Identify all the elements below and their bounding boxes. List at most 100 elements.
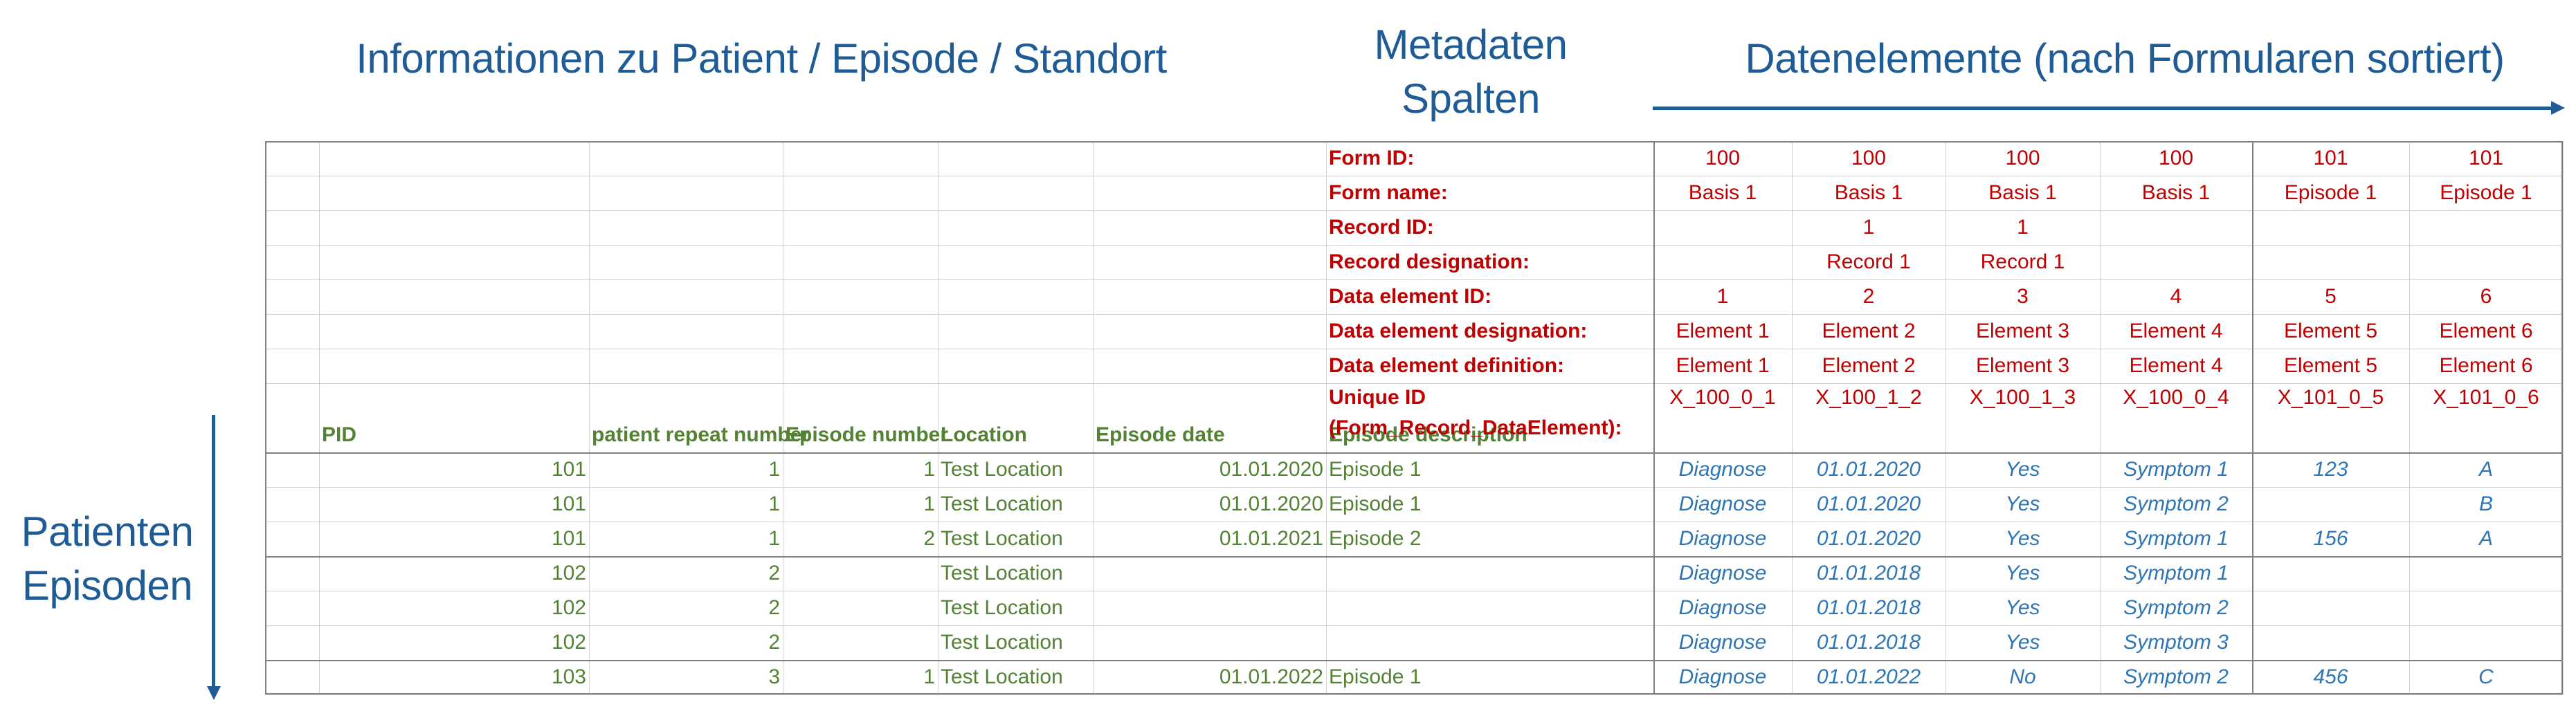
unique-id-value: X_100_0_4 (2123, 386, 2229, 409)
grid-line-v (2100, 141, 2101, 694)
metadata-value (1653, 245, 1792, 279)
data-value-cell: Yes (2005, 596, 2040, 619)
data-value-cell: 01.01.2020 (1816, 492, 1921, 515)
patient-info-cell: 101 (551, 527, 586, 550)
unique-id-label: Unique ID (1329, 386, 1426, 409)
patient-info-cell: 01.01.2020 (1219, 492, 1323, 515)
metadata-value: Basis 1 (1834, 181, 1903, 204)
grid-line-h (265, 625, 2563, 626)
metadata-value (2100, 210, 2252, 245)
unique-id-value: X_100_1_2 (1815, 386, 1922, 409)
data-value-cell: 123 (2313, 458, 2348, 481)
metadata-value: Element 6 (2439, 320, 2533, 342)
grid-line-v (1326, 141, 1327, 694)
data-value-cell: Symptom 2 (2123, 492, 2229, 515)
metadata-value: 6 (2480, 285, 2492, 308)
patient-info-cell: 1 (768, 492, 780, 515)
grid-line-v (589, 141, 590, 694)
patient-info-cell (1326, 556, 1653, 591)
data-value-cell: No (2009, 665, 2036, 688)
patient-info-cell: Episode 1 (1329, 492, 1422, 515)
sheet-border-right (2561, 141, 2563, 694)
grid-line-h (265, 694, 2563, 695)
patient-info-cell: Episode 2 (1329, 527, 1422, 550)
data-value-cell: Symptom 1 (2123, 458, 2229, 481)
metadata-label: Data element designation: (1329, 320, 1588, 342)
data-value-cell: Symptom 3 (2123, 631, 2229, 654)
data-value-cell: Symptom 1 (2123, 562, 2229, 584)
data-value-cell: 01.01.2018 (1816, 596, 1921, 619)
patient-info-cell: Test Location (941, 458, 1063, 481)
data-value-cell: Diagnose (1678, 492, 1767, 515)
metadata-value: 100 (1705, 147, 1741, 169)
patient-episodes-heading: Patienten Episoden (7, 505, 208, 613)
data-value-cell (2409, 591, 2563, 625)
metadata-value: 100 (2005, 147, 2040, 169)
grid-line-h (265, 487, 2563, 488)
patient-info-cell: 1 (923, 665, 935, 688)
patient-info-cell (783, 591, 938, 625)
metadata-value: 100 (2158, 147, 2194, 169)
metadata-value: Element 3 (1975, 354, 2070, 377)
data-value-cell: 01.01.2018 (1816, 631, 1921, 654)
grid-line-v (319, 141, 320, 694)
patient-info-cell: 102 (551, 631, 586, 654)
patient-info-cell (783, 556, 938, 591)
patient-info-cell: 2 (768, 596, 780, 619)
metadata-value: Element 1 (1676, 354, 1770, 377)
metadata-value: 101 (2313, 147, 2348, 169)
grid-line-v (1093, 141, 1094, 694)
patient-101-border (265, 556, 2563, 558)
metadata-label: Record ID: (1329, 216, 1434, 239)
data-value-cell: Yes (2005, 631, 2040, 654)
metadata-label: Data element ID: (1329, 285, 1492, 308)
patient-info-cell (1093, 591, 1326, 625)
metadata-value (2409, 210, 2563, 245)
unique-id-value: X_101_0_5 (2277, 386, 2384, 409)
metadata-value: Episode 1 (2284, 181, 2377, 204)
data-value-cell: Symptom 2 (2123, 665, 2229, 688)
patient-info-cell: 1 (923, 458, 935, 481)
patient-info-cell: 1 (768, 458, 780, 481)
patient-info-cell: 1 (768, 527, 780, 550)
patient-info-cell: Test Location (941, 492, 1063, 515)
data-value-cell (2252, 556, 2409, 591)
grid-line-h (265, 314, 2563, 315)
patient-info-cell: 3 (768, 665, 780, 688)
data-value-cell: 01.01.2018 (1816, 562, 1921, 584)
metadata-heading-line1: Metadaten (1374, 21, 1568, 68)
patient-info-cell: 2 (768, 631, 780, 654)
patient-info-cell: Test Location (941, 527, 1063, 550)
patient-info-cell: 01.01.2022 (1219, 665, 1323, 688)
data-value-cell (2252, 625, 2409, 660)
metadata-heading-line2: Spalten (1402, 75, 1541, 122)
data-value-cell: 01.01.2020 (1816, 458, 1921, 481)
grid-line-v (2563, 141, 2564, 694)
arrow-right-line (1653, 107, 2552, 110)
column-header: patient repeat number (592, 423, 810, 446)
metadata-value: 2 (1862, 285, 1875, 308)
column-header: PID (322, 423, 357, 446)
metadata-label: Record designation: (1329, 250, 1530, 273)
patient-info-cell: Test Location (941, 665, 1063, 688)
patient-info-cell: 102 (551, 562, 586, 584)
metadata-value: 100 (1851, 147, 1887, 169)
metadata-value: Element 5 (2283, 354, 2378, 377)
patient-info-cell (1326, 591, 1653, 625)
metadata-value: Element 4 (2129, 354, 2223, 377)
column-header: Episode number (786, 423, 949, 446)
metadata-value (2100, 245, 2252, 279)
metadata-label: Data element definition: (1329, 354, 1565, 377)
grid-line-v (2409, 141, 2410, 694)
patient-info-cell: Test Location (941, 562, 1063, 584)
patients-heading-line2: Episoden (21, 562, 193, 609)
grid-line-h (265, 210, 2563, 211)
patient-info-cell: Test Location (941, 631, 1063, 654)
data-elements-heading: Datenelemente (nach Formularen sortiert) (1745, 35, 2505, 82)
header-border (265, 452, 2563, 454)
data-value-cell: Yes (2005, 562, 2040, 584)
data-value-cell: B (2478, 492, 2493, 515)
patient-info-cell: Episode 1 (1329, 458, 1422, 481)
patient-info-cell: Episode 1 (1329, 665, 1422, 688)
